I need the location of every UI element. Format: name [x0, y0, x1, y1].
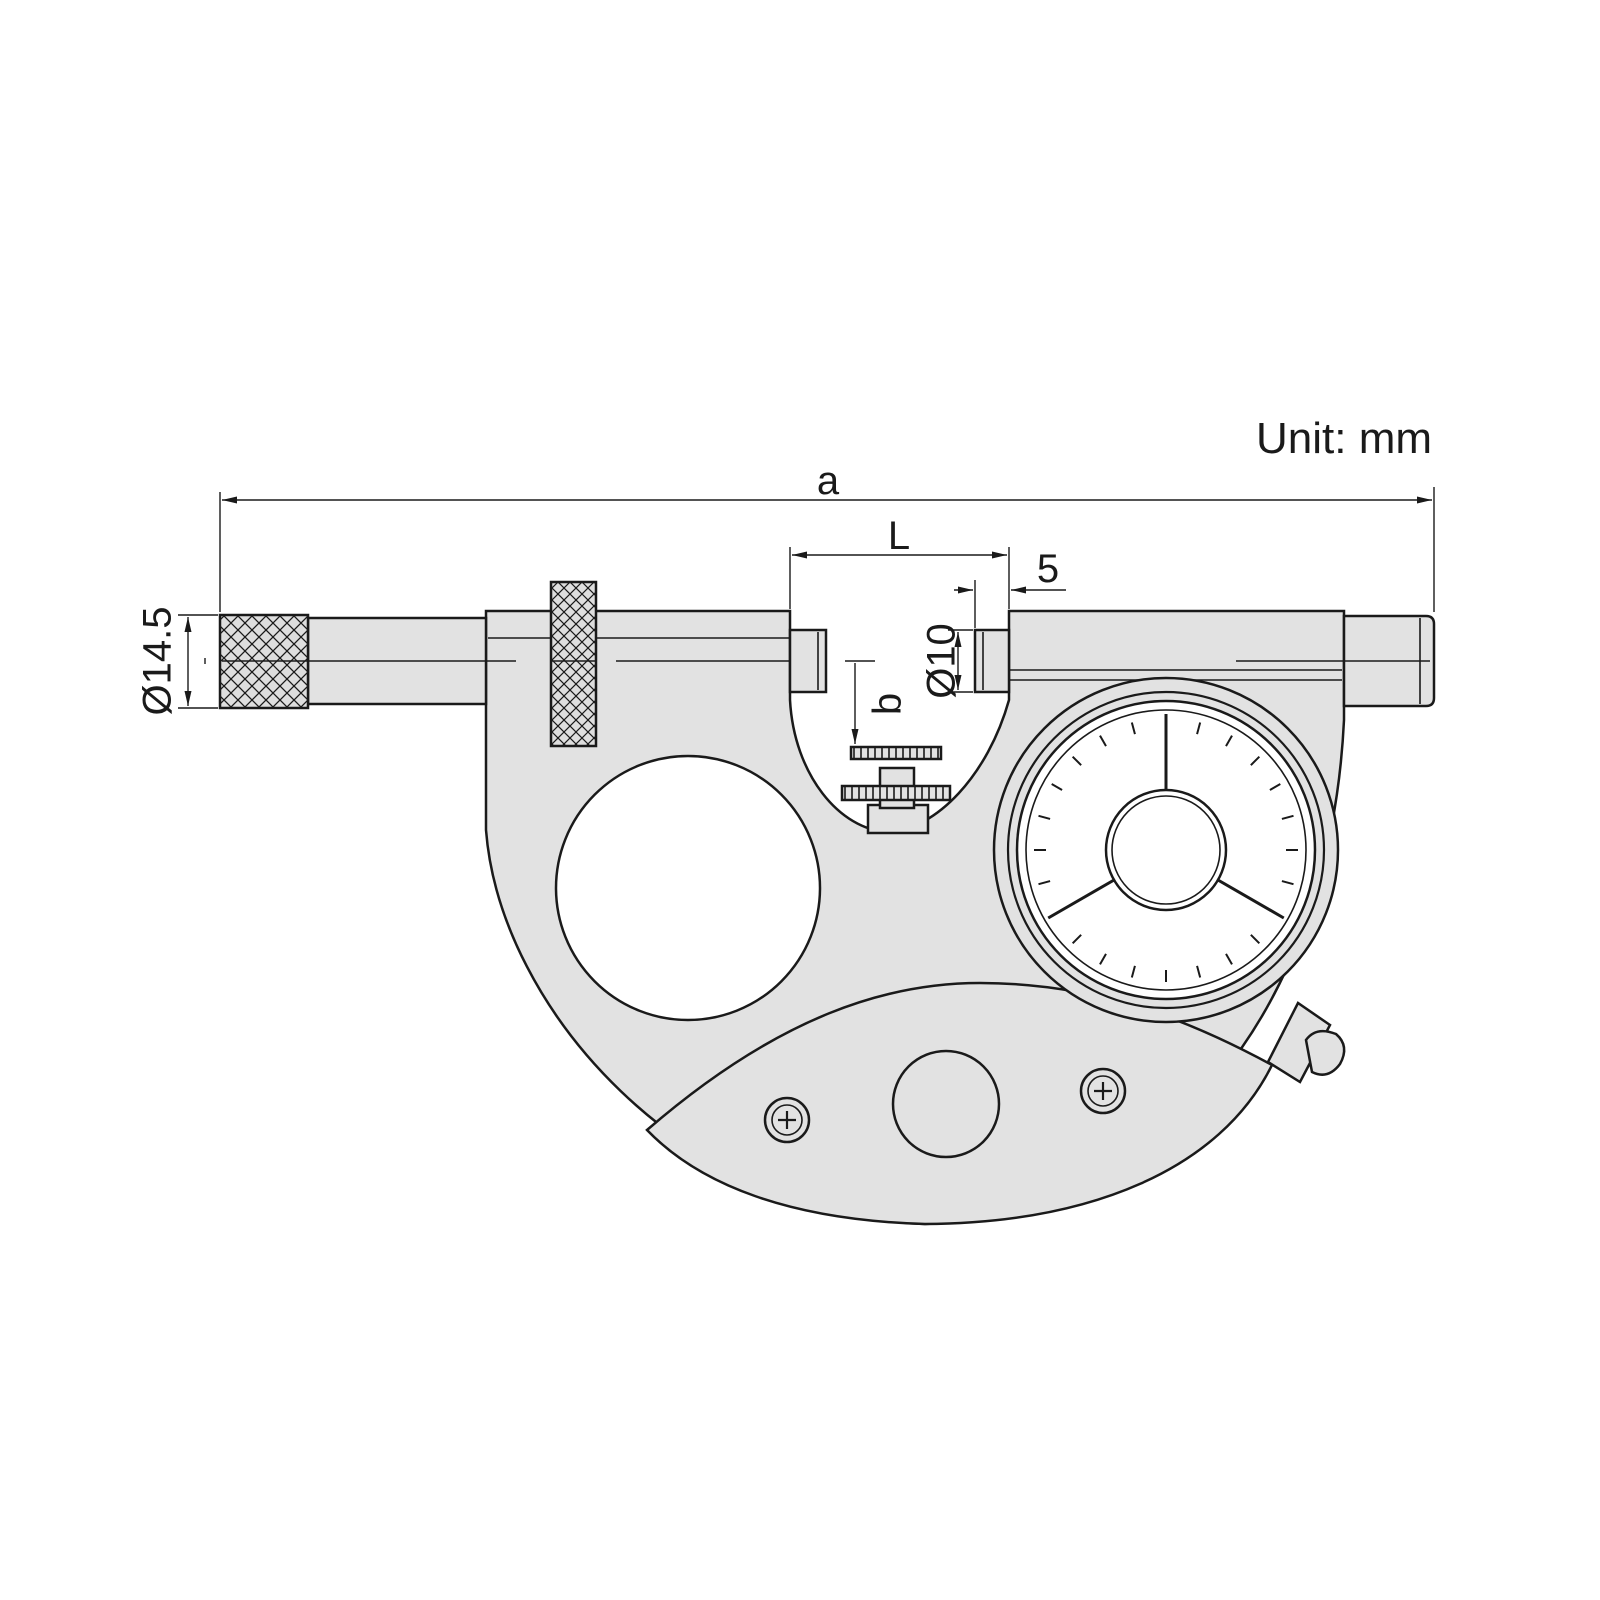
dial-tick — [1250, 755, 1261, 766]
dimension-label-d10: Ø10 — [920, 623, 964, 699]
dial-hub — [1104, 788, 1228, 912]
lock-knob[interactable] — [549, 580, 598, 748]
dial-tick — [1099, 953, 1107, 965]
dial-tick — [1130, 965, 1136, 978]
retract-button[interactable] — [1266, 1001, 1346, 1084]
jaw-gear — [840, 745, 952, 835]
dial-pointers — [1047, 714, 1285, 920]
dimension-thimble-diameter: Ø14.5 — [136, 607, 218, 716]
dial-face-ring — [1025, 709, 1307, 991]
dial-tick — [1130, 722, 1136, 735]
screw-icon — [1079, 1067, 1127, 1115]
anvil-face — [973, 628, 1011, 694]
dial-tick — [1196, 965, 1202, 978]
dimension-label-d14-5: Ø14.5 — [136, 607, 180, 716]
dimension-label-l: L — [888, 514, 910, 558]
dial-tick — [1038, 814, 1051, 820]
dial-tick — [1281, 814, 1294, 820]
dial-tick — [1099, 735, 1107, 747]
spindle-face — [788, 628, 828, 694]
dial-tick — [1071, 755, 1082, 766]
dial-hub-inner — [1111, 795, 1221, 905]
dial-pointer — [1047, 877, 1117, 920]
dial-tick — [1071, 934, 1082, 945]
dial-tick — [1038, 880, 1051, 886]
dial-tick — [1196, 722, 1202, 735]
dial-tick — [1225, 953, 1233, 965]
screw-icon — [763, 1096, 811, 1144]
cover-center-disc — [891, 1049, 1001, 1159]
dial-bezel-inner — [1006, 690, 1326, 1010]
dimension-label-5: 5 — [1037, 547, 1059, 591]
unit-label: Unit: mm — [1256, 414, 1432, 463]
dial-tick — [1225, 735, 1233, 747]
dial-pointer — [1215, 877, 1285, 920]
dimension-jaw-gap: L — [789, 514, 1010, 609]
dial-tick — [1281, 880, 1294, 886]
dimension-jaw-depth: b — [845, 660, 910, 744]
dimension-overall-length: a — [219, 459, 1435, 612]
dimension-label-b: b — [866, 693, 910, 715]
dial-tick — [1269, 783, 1281, 791]
dial-tick — [1051, 783, 1063, 791]
dimension-anvil-diameter: Ø10 — [920, 623, 973, 699]
dimension-anvil-width: 5 — [954, 547, 1066, 628]
dimension-label-a: a — [817, 459, 840, 503]
frame-window — [554, 754, 822, 1022]
dial-tick — [1250, 934, 1261, 945]
